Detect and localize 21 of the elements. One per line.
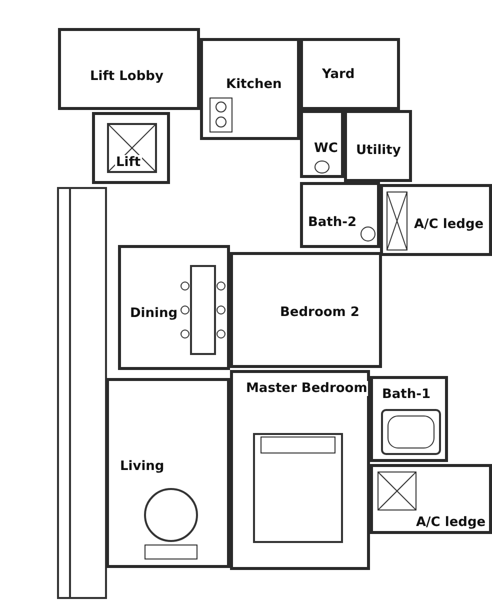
- room-outline: [92, 112, 170, 184]
- room-label: Lift Lobby: [89, 69, 164, 84]
- room-outline: [370, 376, 448, 462]
- room-outline: [230, 370, 370, 570]
- room-outline: [370, 464, 492, 534]
- room-outline: [118, 245, 230, 370]
- room-outline: [300, 182, 380, 248]
- room-outline: [106, 378, 230, 568]
- room-outline: [230, 252, 382, 368]
- room-outline: [344, 110, 412, 182]
- room-outline: [58, 28, 200, 110]
- room-label: Utility: [355, 143, 402, 158]
- room-label: A/C ledge: [415, 515, 487, 530]
- room-label: Master Bedroom: [245, 381, 368, 396]
- room-label: Living: [119, 459, 166, 474]
- room-outline: [300, 38, 400, 110]
- room-label: Dining: [129, 306, 179, 321]
- room-label: A/C ledge: [413, 217, 485, 232]
- room-outline: [200, 38, 300, 140]
- room-outline: [300, 110, 344, 178]
- room-outline: [380, 184, 492, 256]
